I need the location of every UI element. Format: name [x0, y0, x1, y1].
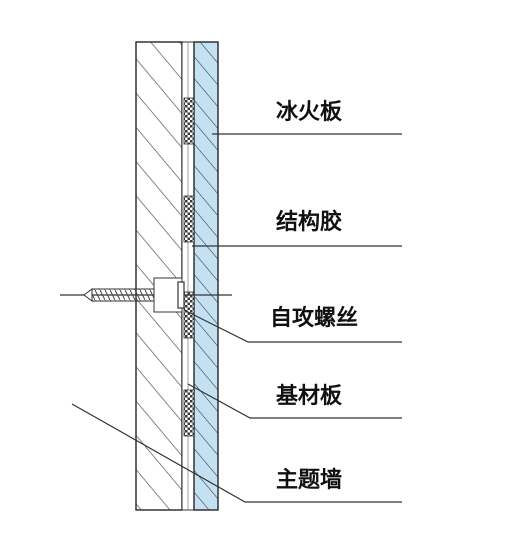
- label-feature-wall: 主题墙: [276, 468, 343, 493]
- label-ice-fire-board: 冰火板: [276, 100, 343, 125]
- label-structural-adhesive: 结构胶: [276, 210, 343, 235]
- leader-feature-wall: [71, 403, 402, 503]
- label-base-board: 基材板: [276, 384, 343, 409]
- leader-base-board: [187, 383, 402, 419]
- leader-self-tapping-screw: [183, 309, 402, 343]
- label-self-tapping-screw: 自攻螺丝: [270, 306, 359, 331]
- screw-head: [177, 281, 185, 309]
- screw-thread: [91, 288, 155, 302]
- adhesive-block: [183, 97, 195, 145]
- adhesive-block: [183, 195, 195, 243]
- adhesive-block: [183, 389, 195, 437]
- adhesive-block: [183, 291, 195, 339]
- screw-tip: [83, 288, 93, 302]
- feature-wall-layer: [135, 41, 183, 511]
- self-tapping-screw: [60, 277, 232, 313]
- leader-lines: [71, 133, 402, 503]
